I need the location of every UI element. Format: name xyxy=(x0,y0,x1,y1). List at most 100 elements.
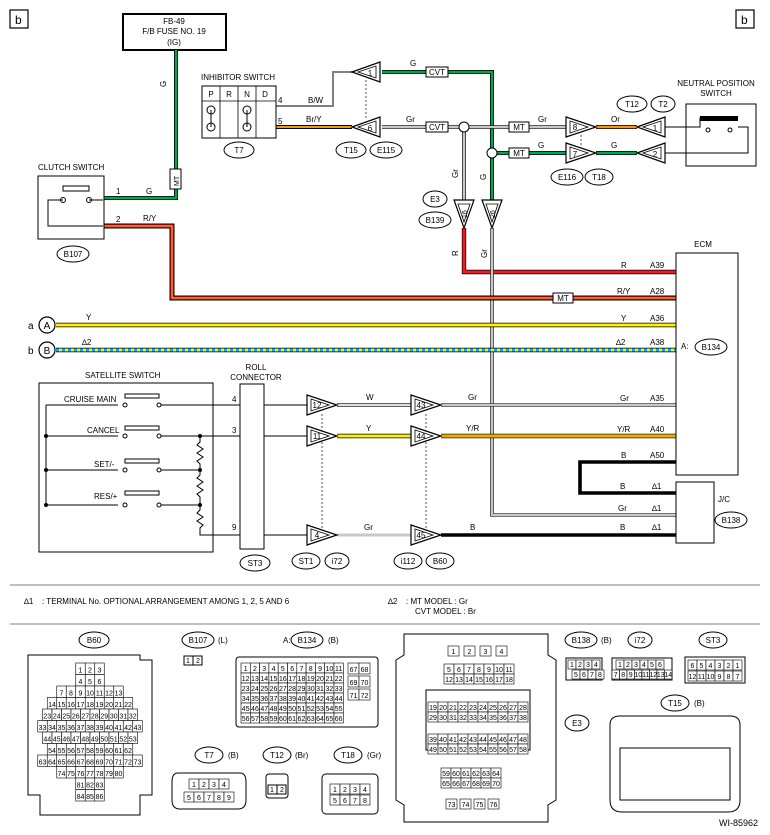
pin-number: 23 xyxy=(242,686,250,693)
pin-number: 86 xyxy=(96,794,104,801)
svg-text:T15: T15 xyxy=(344,146,358,155)
pin-cell xyxy=(473,798,486,810)
svg-text:A28: A28 xyxy=(650,287,665,296)
pin-number: 27 xyxy=(81,714,89,721)
pin-number: 64 xyxy=(492,771,500,778)
pin-number: 24 xyxy=(479,705,487,712)
pin-number: 4 xyxy=(222,782,226,789)
pin-number: 78 xyxy=(96,771,104,778)
pin-number: 9 xyxy=(629,672,633,679)
pin-number: 75 xyxy=(476,802,484,809)
svg-text:B134: B134 xyxy=(702,343,721,352)
pin-number: 26 xyxy=(499,705,507,712)
pin-cell xyxy=(459,798,472,810)
svg-text:B/W: B/W xyxy=(308,96,324,105)
svg-text:B134: B134 xyxy=(298,636,317,645)
pin-number: 38 xyxy=(86,725,94,732)
pin-number: 44 xyxy=(43,737,51,744)
pin-number: 58 xyxy=(86,748,94,755)
pin-number: 22 xyxy=(459,705,467,712)
pin-number: 1 xyxy=(618,662,622,669)
svg-text:1: 1 xyxy=(368,69,373,78)
pin-number: 10 xyxy=(495,667,503,674)
svg-text:MT: MT xyxy=(174,175,181,186)
pin-number: 11 xyxy=(335,666,342,673)
pin-number: 12 xyxy=(105,691,113,698)
pin-number: 7 xyxy=(467,667,471,674)
svg-text:2: 2 xyxy=(653,150,658,159)
mt-tag-clutch: MT xyxy=(169,168,182,190)
pin-number: 11 xyxy=(642,672,649,679)
pin-number: 60 xyxy=(452,771,460,778)
connector-dashes xyxy=(321,80,582,528)
pin-number: 46 xyxy=(499,737,507,744)
pin-number: 84 xyxy=(77,794,85,801)
svg-text:MT: MT xyxy=(513,149,525,158)
pin-number: 8 xyxy=(477,667,481,674)
pin-number: 7 xyxy=(736,674,740,681)
satellite-switch: SATELLITE SWITCH CRUISE MAIN CANCEL SET/… xyxy=(38,371,240,553)
svg-text:T2: T2 xyxy=(658,100,668,109)
pin-number: 53 xyxy=(316,706,324,713)
pin-number: 17 xyxy=(77,702,85,709)
pin-number: 7 xyxy=(60,691,64,698)
ecm-pin-labels: R A39 R/Y A28 Y A36 ∆2 A38 Gr A35 Y/R A4… xyxy=(616,261,665,460)
svg-text:B138: B138 xyxy=(722,516,741,525)
svg-text:MT: MT xyxy=(513,123,525,132)
pin-number: 5 xyxy=(333,798,337,805)
pin-number: 3 xyxy=(484,649,488,656)
svg-text:(B): (B) xyxy=(601,636,612,645)
svg-text:B138: B138 xyxy=(572,636,591,645)
pin-number: 19 xyxy=(96,702,104,709)
pin-number: 21 xyxy=(449,705,457,712)
pin-number: 66 xyxy=(335,716,343,723)
pin-number: 63 xyxy=(307,716,315,723)
pin-number: 43 xyxy=(134,725,142,732)
pin-number: 76 xyxy=(490,802,498,809)
pin-number: 25 xyxy=(62,714,70,721)
pin-number: 71 xyxy=(350,693,358,700)
svg-text:(Gr): (Gr) xyxy=(367,751,382,760)
pin-number: 4 xyxy=(500,649,504,656)
pin-number: 8 xyxy=(621,672,625,679)
pin-number: 60 xyxy=(279,716,287,723)
pin-cell xyxy=(655,659,665,670)
pin-number: 59 xyxy=(270,716,278,723)
svg-text:∆2: ∆2 xyxy=(388,597,398,606)
pin-number: 26 xyxy=(270,686,278,693)
pin-number: 22 xyxy=(124,702,132,709)
pin-number: 13 xyxy=(455,677,463,684)
pin-number: 13 xyxy=(657,672,665,679)
pin-number: 3 xyxy=(634,662,638,669)
pin-number: 23 xyxy=(43,714,51,721)
pin-number: 76 xyxy=(77,771,85,778)
pin-number: 6 xyxy=(457,667,461,674)
pin-number: 28 xyxy=(288,686,296,693)
pin-cell xyxy=(732,670,743,682)
pin-number: 61 xyxy=(115,748,123,755)
pin-number: 46 xyxy=(62,737,70,744)
pin-number: 14 xyxy=(664,672,672,679)
pin-number: 58 xyxy=(260,716,268,723)
pin-number: 73 xyxy=(134,760,142,767)
pin-cell xyxy=(359,794,371,806)
svg-text:CONNECTOR: CONNECTOR xyxy=(230,373,282,382)
svg-text:Gr: Gr xyxy=(468,393,477,402)
svg-text:(B): (B) xyxy=(328,636,339,645)
pin-number: 28 xyxy=(519,705,527,712)
svg-text:E3: E3 xyxy=(572,719,582,728)
roll-connector: ROLL CONNECTOR 4 3 9 ST3 xyxy=(230,363,282,572)
pin-cell xyxy=(358,675,371,688)
pin-number: 58 xyxy=(519,747,527,754)
pin-number: 31 xyxy=(449,715,457,722)
pin-number: 39 xyxy=(429,737,437,744)
svg-text:16: 16 xyxy=(462,210,469,218)
svg-text:ST3: ST3 xyxy=(706,636,721,645)
pin-number: 42 xyxy=(316,696,324,703)
svg-text:E116: E116 xyxy=(558,173,577,182)
svg-text:A39: A39 xyxy=(650,261,665,270)
svg-text:A38: A38 xyxy=(650,338,665,347)
svg-text:i72: i72 xyxy=(635,636,646,645)
pin-number: 8 xyxy=(363,798,367,805)
